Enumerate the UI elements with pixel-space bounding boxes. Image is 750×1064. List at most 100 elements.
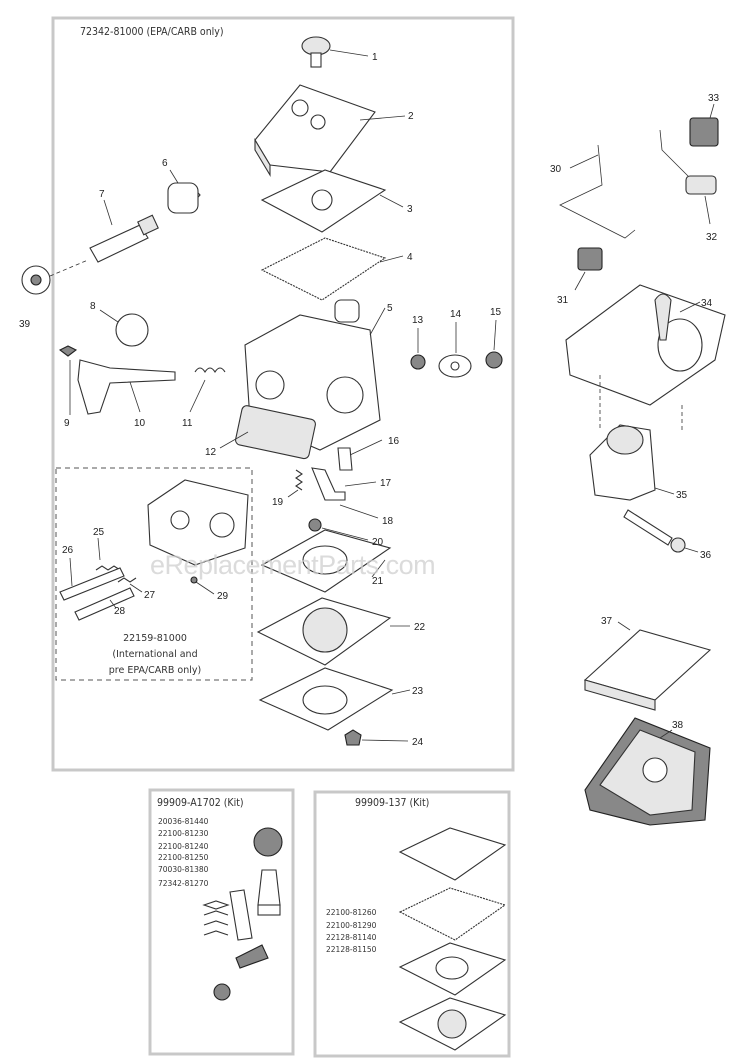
part-37-spacer <box>583 621 712 711</box>
callout-20: 20 <box>372 537 384 548</box>
callout-30: 30 <box>550 164 562 175</box>
kit-b-title: 99909-137 (Kit) <box>355 797 429 809</box>
part-2-cover <box>254 84 406 177</box>
kit-b-part: 22128-81140 <box>326 933 377 942</box>
part-32-choke-rod <box>659 129 717 225</box>
part-10-throttle-lever <box>77 359 176 415</box>
callout-34: 34 <box>701 298 713 309</box>
kit-a-part: 20036-81440 <box>158 817 209 826</box>
callout-22: 22 <box>414 622 426 633</box>
inset-note-line-2: (International and <box>112 649 197 660</box>
part-27-spring <box>117 577 143 593</box>
kit-a-part: 72342-81270 <box>158 879 209 888</box>
callout-32: 32 <box>706 232 718 243</box>
callout-39: 39 <box>19 319 31 330</box>
part-16-inlet-needle <box>337 439 383 471</box>
callout-18: 18 <box>382 516 394 527</box>
part-9-screw <box>58 345 78 415</box>
part-5-carburetor-body <box>235 299 386 460</box>
callout-38: 38 <box>672 720 684 731</box>
inset-note-line-1: 22159-81000 <box>123 633 187 644</box>
part-12-leader <box>219 431 249 449</box>
kit-b-box <box>313 790 511 1058</box>
inset-carburetor-body <box>147 479 249 566</box>
main-box-title: 72342-81000 (EPA/CARB only) <box>80 26 224 38</box>
callout-9: 9 <box>64 418 70 429</box>
part-11-spring <box>189 367 226 413</box>
callout-19: 19 <box>272 497 284 508</box>
kit-a-part-list: 20036-81440 22100-81230 22100-81240 2210… <box>158 817 209 888</box>
part-18-leader <box>339 504 379 519</box>
callout-4: 4 <box>407 252 413 263</box>
kit-b-part: 22100-81290 <box>326 921 377 930</box>
callout-35: 35 <box>676 490 688 501</box>
callout-17: 17 <box>380 478 392 489</box>
kit-a-parts-art <box>202 827 283 1001</box>
callout-23: 23 <box>412 686 424 697</box>
part-8-throttle-valve <box>99 309 149 347</box>
part-17-metering-lever <box>311 467 377 501</box>
callout-21: 21 <box>372 576 384 587</box>
part-22-metering-diaphragm <box>256 597 410 666</box>
callout-5: 5 <box>387 303 393 314</box>
callout-6: 6 <box>162 158 168 169</box>
callout-7: 7 <box>99 189 105 200</box>
part-36-bolt <box>623 509 699 553</box>
callout-33: 33 <box>708 93 720 104</box>
kit-b-part: 22128-81150 <box>326 945 377 954</box>
kit-a-part: 22100-81230 <box>158 829 209 838</box>
kit-a-part: 70030-81380 <box>158 865 209 874</box>
callout-2: 2 <box>408 111 414 122</box>
kit-a-title: 99909-A1702 (Kit) <box>157 797 244 809</box>
part-34-carburetor-mount <box>565 284 726 406</box>
callout-3: 3 <box>407 204 413 215</box>
part-3-gasket <box>260 169 404 233</box>
part-15-fitting <box>485 319 503 369</box>
part-1-primer-bulb <box>301 36 369 68</box>
part-19-spring <box>287 469 303 498</box>
part-24-screw <box>344 729 409 746</box>
part-29-screw <box>190 576 198 584</box>
main-assembly-box <box>51 16 515 772</box>
callout-24: 24 <box>412 737 424 748</box>
callout-8: 8 <box>90 301 96 312</box>
callout-37: 37 <box>601 616 613 627</box>
part-26-idle-needle <box>59 557 125 601</box>
part-38-air-filter <box>584 717 711 826</box>
watermark: eReplacementParts.com <box>150 550 435 580</box>
part-21-gasket <box>260 529 392 593</box>
kit-a-part: 22100-81250 <box>158 853 209 862</box>
kit-b-part: 22100-81260 <box>326 908 377 917</box>
part-14-washer <box>438 322 472 378</box>
callout-36: 36 <box>700 550 712 561</box>
part-35-intake-boot <box>589 424 675 501</box>
part-25-spring <box>95 537 121 571</box>
callout-1: 1 <box>372 52 378 63</box>
part-29-leader <box>195 581 215 595</box>
part-39-plug <box>21 259 89 295</box>
callout-13: 13 <box>412 315 424 326</box>
part-6-spring <box>167 169 201 214</box>
callout-15: 15 <box>490 307 502 318</box>
part-13-nut <box>410 328 426 370</box>
part-33-grommet <box>689 103 719 147</box>
callout-labels: 1 2 3 4 5 6 7 8 9 10 11 12 13 14 15 16 1… <box>19 52 720 748</box>
part-4-pump-diaphragm <box>260 237 404 301</box>
part-28-main-needle <box>74 587 135 621</box>
callout-25: 25 <box>93 527 105 538</box>
callout-11: 11 <box>182 418 193 429</box>
inset-note-line-3: pre EPA/CARB only) <box>109 665 202 676</box>
kit-b-gaskets-art <box>398 827 507 1051</box>
kit-a-part: 22100-81240 <box>158 842 209 851</box>
part-31-grommet <box>574 247 603 291</box>
callout-26: 26 <box>62 545 74 556</box>
callout-12: 12 <box>205 447 217 458</box>
callout-16: 16 <box>388 436 400 447</box>
part-7-throttle-shaft <box>89 199 159 263</box>
kit-a-box <box>148 788 295 1056</box>
callout-28: 28 <box>114 606 126 617</box>
kit-b-part-list: 22100-81260 22100-81290 22128-81140 2212… <box>326 908 377 954</box>
international-inset-box <box>55 467 253 681</box>
callout-14: 14 <box>450 309 462 320</box>
